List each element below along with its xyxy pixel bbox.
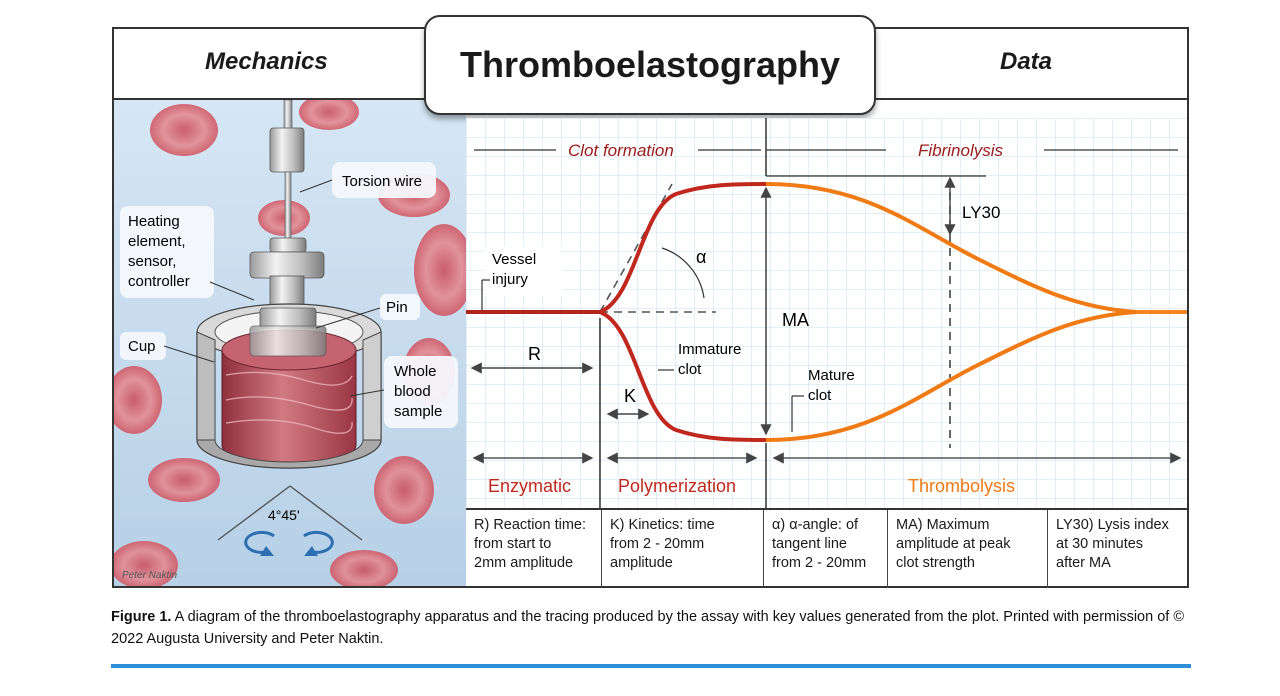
red-blood-cells [114,100,466,586]
blood-label-line3: sample [394,403,442,420]
figure-title: Thromboelastography [424,15,876,115]
immature-clot-line1: Immature [678,341,741,358]
immature-clot-line2: clot [678,361,702,378]
figure-caption: Figure 1. A diagram of the thromboelasto… [111,606,1191,650]
definition-alpha: α) α-angle: of tangent line from 2 - 20m… [764,510,888,588]
definitions-row: R) Reaction time: from start to 2mm ampl… [466,508,1187,588]
mature-clot-line2: clot [808,387,832,404]
rotation-arrow-left-icon [260,546,274,556]
enzymatic-label: Enzymatic [488,476,571,496]
definition-k: K) Kinetics: time from 2 - 20mm amplitud… [602,510,764,588]
ma-label: MA [782,310,809,330]
vessel-injury-line1: Vessel [492,251,536,268]
heating-label-line2: element, [128,233,186,250]
polymerization-label: Polymerization [618,476,736,496]
mechanics-illustration: Torsion wire Heating element, sensor, co… [114,100,466,586]
heating-label-line3: sensor, [128,253,176,270]
blood-label-line2: blood [394,383,431,400]
data-header: Data [1000,48,1053,75]
definition-r: R) Reaction time: from start to 2mm ampl… [466,510,602,588]
alpha-label: α [696,247,706,267]
cup-label: Cup [128,338,156,355]
caption-rule [111,664,1191,668]
mature-clot-line1: Mature [808,367,855,384]
angle-label: 4°45' [268,507,300,523]
caption-text: A diagram of the thromboelastography app… [111,609,1185,647]
r-label: R [528,344,541,364]
k-label: K [624,386,636,406]
torsion-wire-label: Torsion wire [342,173,422,190]
heating-label-line1: Heating [128,213,180,230]
rotation-arrows-icon [244,530,334,554]
rotation-arrow-right-icon [304,546,318,556]
thrombolysis-label: Thrombolysis [908,476,1015,496]
clot-formation-label: Clot formation [568,141,674,160]
teg-tracing-diagram: Clot formation Fibrinolysis α LY30 MA Ve… [466,118,1187,508]
heating-label-line4: controller [128,273,190,290]
vessel-injury-line2: injury [492,271,528,288]
fibrinolysis-label: Fibrinolysis [918,141,1004,160]
definition-ma: MA) Maximum amplitude at peak clot stren… [888,510,1048,588]
definition-ly30: LY30) Lysis index at 30 minutes after MA [1056,517,1169,571]
mechanics-header: Mechanics [205,48,328,75]
ly30-label: LY30 [962,203,1000,222]
artist-signature: Peter Naktin [122,570,177,581]
caption-label: Figure 1. [111,609,172,625]
pin-label: Pin [386,299,408,316]
blood-label-line1: Whole [394,363,437,380]
